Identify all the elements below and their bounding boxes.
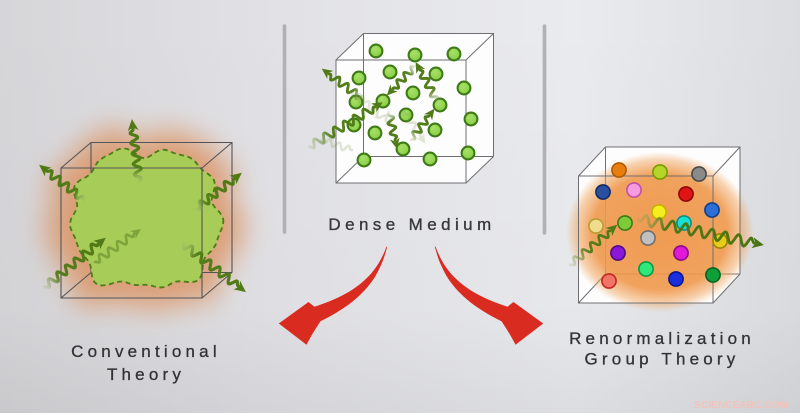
svg-text:Dense Medium: Dense Medium	[328, 215, 495, 234]
svg-text:Theory: Theory	[107, 365, 185, 384]
svg-text:Conventional: Conventional	[71, 342, 221, 361]
svg-text:SCIENCEABC.COM: SCIENCEABC.COM	[694, 400, 788, 411]
svg-text:Renormalization: Renormalization	[569, 329, 755, 348]
svg-text:Group Theory: Group Theory	[585, 350, 740, 369]
